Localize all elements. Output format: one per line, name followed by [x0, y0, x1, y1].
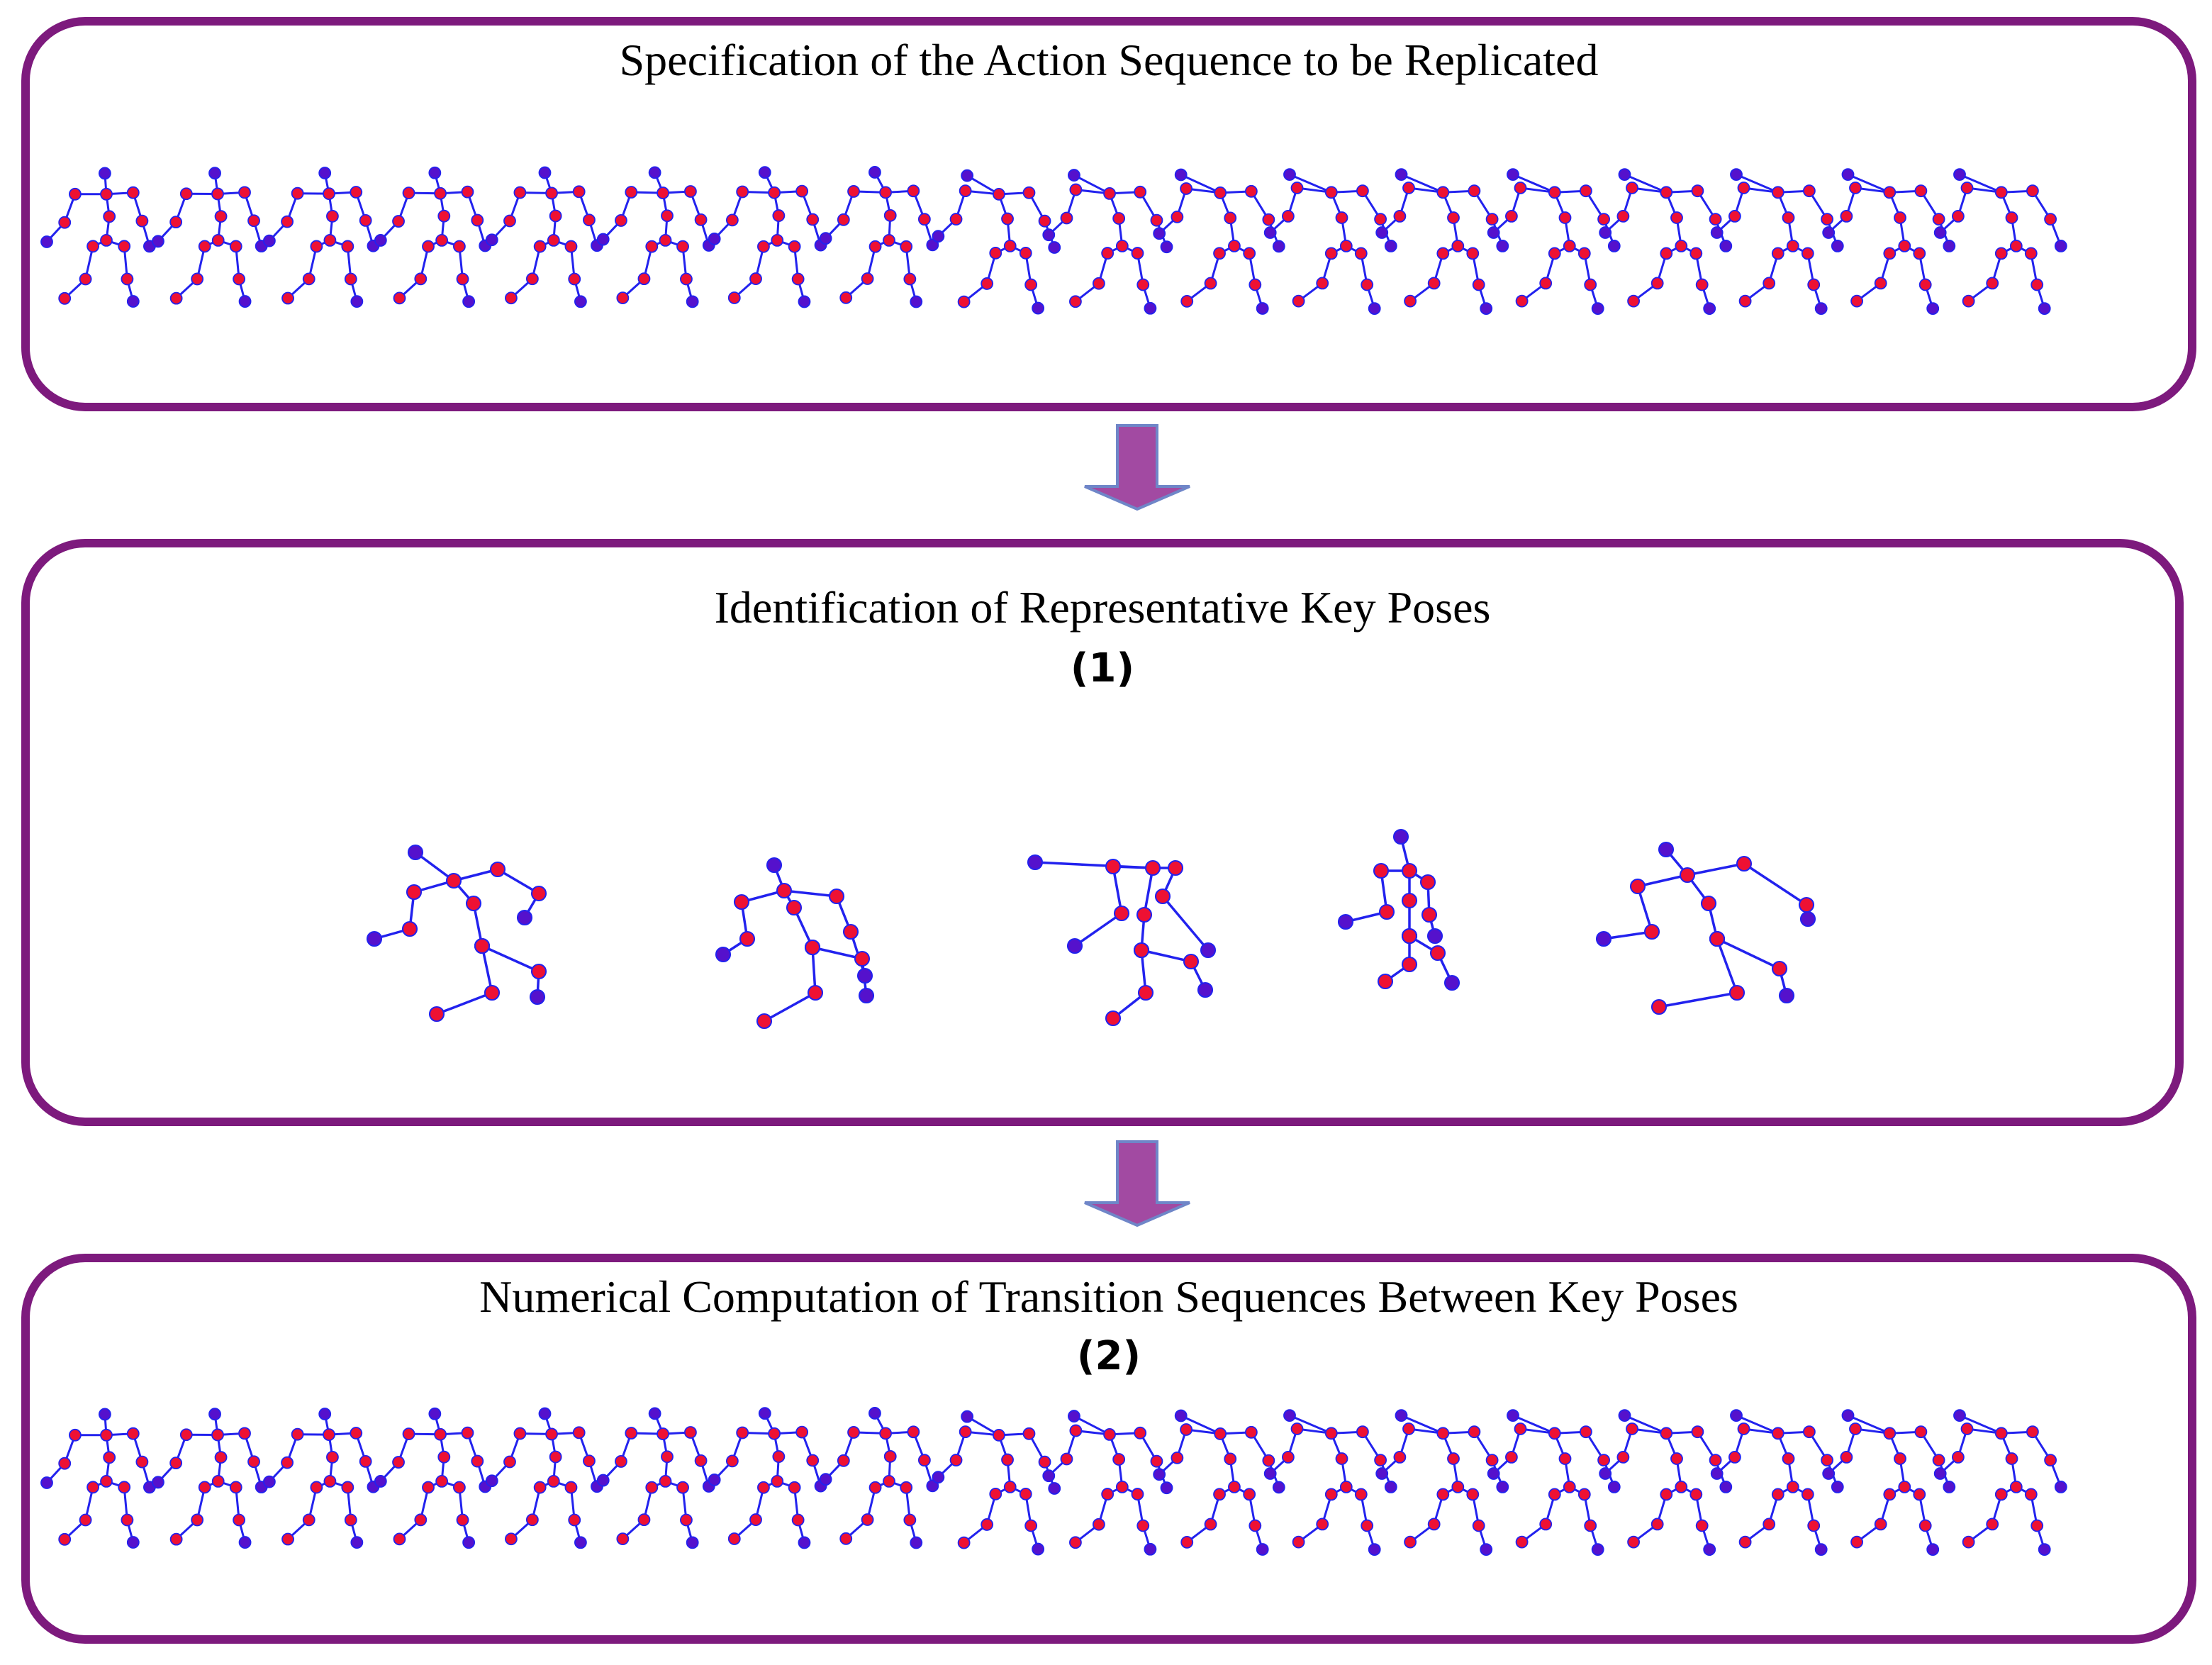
- panel-title-transition-sequences: Numerical Computation of Transition Sequ…: [479, 1271, 1738, 1322]
- step-label-2: (2): [1076, 1333, 1141, 1379]
- down-arrow-icon: [1084, 424, 1190, 511]
- panel-title-key-poses: Identification of Representative Key Pos…: [714, 582, 1491, 633]
- panel-action-sequence: Specification of the Action Sequence to …: [21, 17, 2196, 411]
- panel-key-poses: Identification of Representative Key Pos…: [21, 539, 2184, 1126]
- step-label-1: (1): [1070, 645, 1135, 691]
- panel-title-action-sequence: Specification of the Action Sequence to …: [619, 35, 1599, 85]
- panel-transition-sequences: Numerical Computation of Transition Sequ…: [21, 1254, 2196, 1644]
- down-arrow-icon: [1084, 1140, 1190, 1227]
